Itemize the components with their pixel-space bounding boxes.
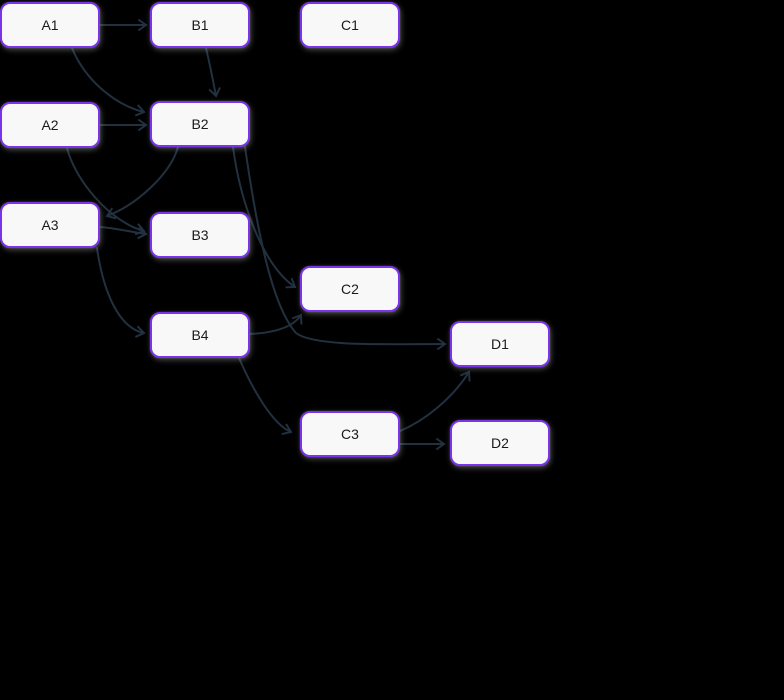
node-label: D1 bbox=[491, 336, 509, 352]
node-c2[interactable]: C2 bbox=[300, 266, 400, 312]
node-c3[interactable]: C3 bbox=[300, 411, 400, 457]
node-d2[interactable]: D2 bbox=[450, 420, 550, 466]
node-b4[interactable]: B4 bbox=[150, 312, 250, 358]
edge-a1-b2[interactable] bbox=[71, 47, 146, 117]
node-label: A1 bbox=[41, 17, 59, 33]
node-c1[interactable]: C1 bbox=[300, 2, 400, 48]
node-label: C3 bbox=[341, 426, 359, 442]
node-a3[interactable]: A3 bbox=[0, 202, 100, 248]
edge-a3-b3[interactable] bbox=[99, 226, 148, 240]
node-label: B4 bbox=[191, 327, 209, 343]
node-b3[interactable]: B3 bbox=[150, 212, 250, 258]
node-label: B2 bbox=[191, 116, 209, 132]
edge-b2-d1[interactable] bbox=[244, 146, 447, 351]
edge-b2-a3[interactable] bbox=[105, 146, 179, 220]
edge-b2-c2[interactable] bbox=[232, 146, 297, 289]
node-a2[interactable]: A2 bbox=[0, 102, 100, 148]
node-label: B3 bbox=[191, 227, 209, 243]
node-label: B1 bbox=[191, 17, 209, 33]
edge-a2-b3[interactable] bbox=[66, 147, 146, 236]
edge-a3-b4[interactable] bbox=[96, 247, 146, 338]
node-b1[interactable]: B1 bbox=[150, 2, 250, 48]
node-label: A2 bbox=[41, 117, 59, 133]
node-b2[interactable]: B2 bbox=[150, 101, 250, 147]
edge-b1-b2[interactable] bbox=[205, 47, 221, 98]
edge-b4-c2[interactable] bbox=[249, 313, 303, 335]
node-d1[interactable]: D1 bbox=[450, 321, 550, 367]
node-label: D2 bbox=[491, 435, 509, 451]
node-label: A3 bbox=[41, 217, 59, 233]
node-label: C1 bbox=[341, 17, 359, 33]
node-label: C2 bbox=[341, 281, 359, 297]
edge-b4-c3[interactable] bbox=[238, 357, 293, 436]
node-a1[interactable]: A1 bbox=[0, 2, 100, 48]
edge-c3-d1[interactable] bbox=[399, 370, 471, 432]
